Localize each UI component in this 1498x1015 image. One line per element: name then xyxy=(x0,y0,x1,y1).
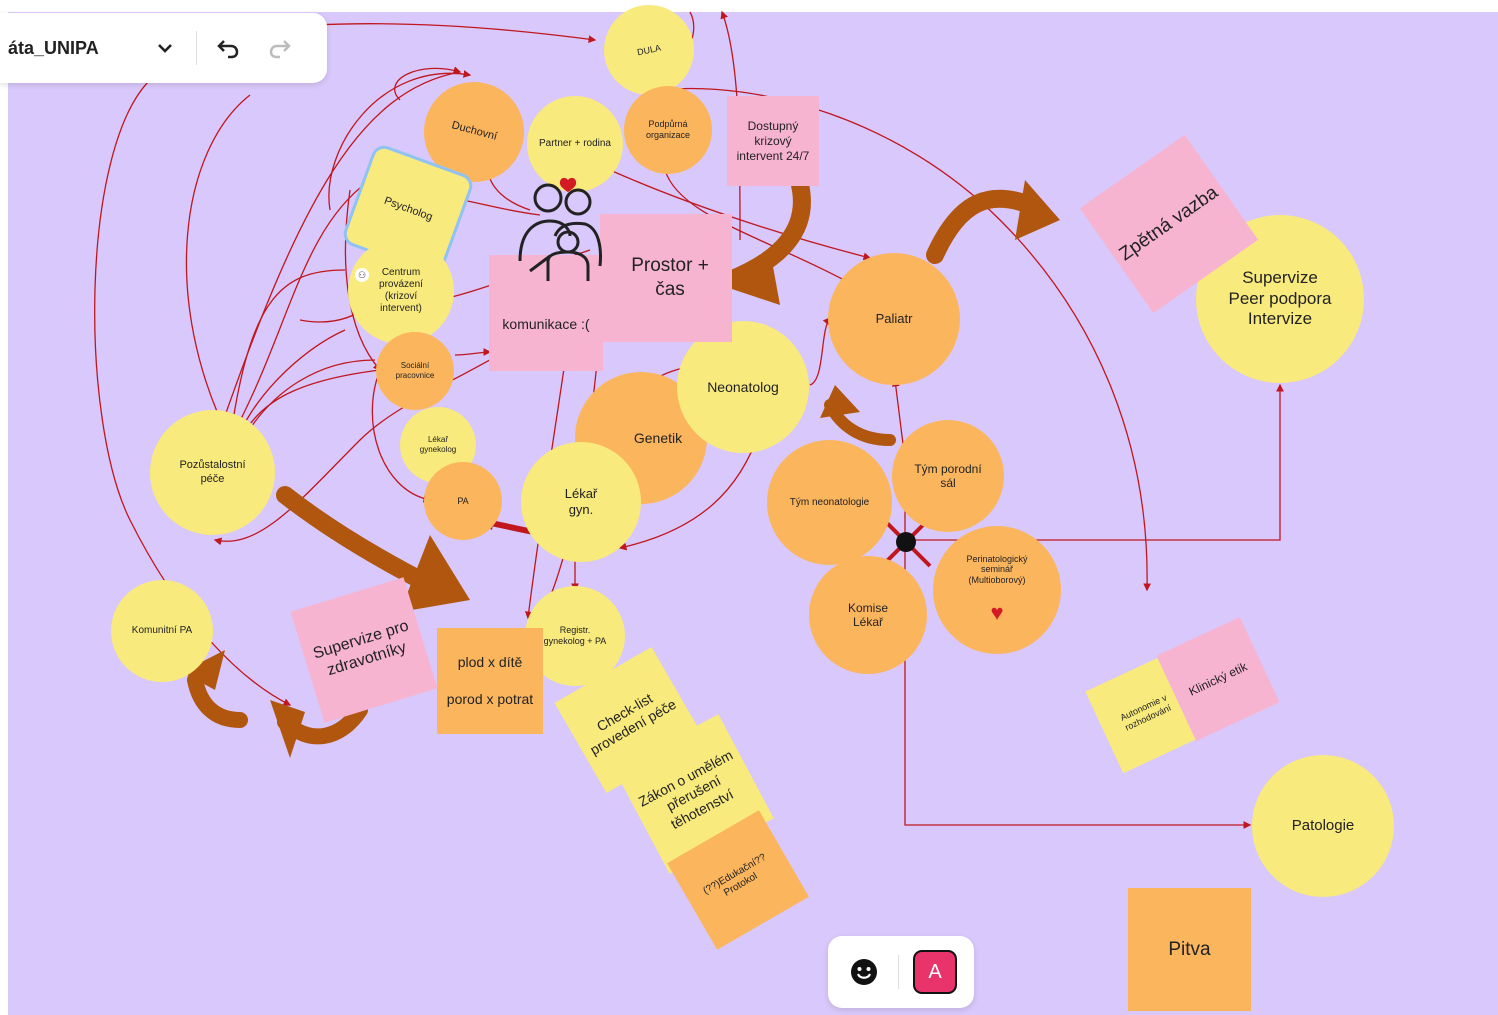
heart-icon: ♥ xyxy=(990,600,1004,625)
note-text: Prostor + čas xyxy=(631,255,709,300)
note-plod-porod[interactable]: plod x dítě porod x potrat xyxy=(437,628,543,734)
node-label: Partner + rodina xyxy=(539,138,611,149)
node-label: Komise Lékař xyxy=(847,600,888,629)
node-label: Komunitní PA xyxy=(131,625,193,636)
node-komise[interactable]: Komise Lékař xyxy=(809,556,927,674)
avatar-letter: A xyxy=(928,960,942,983)
node-label: Sociální pracovnice xyxy=(395,361,435,380)
node-pozustalostni[interactable]: Pozůstalostní péče xyxy=(150,410,275,535)
note-text: Klinický etik xyxy=(1186,658,1250,699)
note-pitva[interactable]: Pitva xyxy=(1128,888,1251,1011)
node-tym-porodni-sal[interactable]: Tým porodní sál xyxy=(892,420,1004,532)
node-label: Supervize Peer podpora Intervize xyxy=(1228,268,1332,329)
node-label: Genetik xyxy=(633,429,683,446)
node-neonatolog[interactable]: Neonatolog xyxy=(677,321,809,453)
node-label: Registr. gynekolog + PA xyxy=(543,625,607,646)
node-komunitni-pa[interactable]: Komunitní PA xyxy=(111,580,213,682)
node-label: Tým porodní sál xyxy=(914,461,982,490)
toolbar-divider xyxy=(898,955,899,989)
node-label: Lékař gynekolog xyxy=(419,435,457,454)
smiley-icon xyxy=(851,959,877,985)
node-perinatologicky[interactable]: Perinatologický seminář (Multioborový) ♥ xyxy=(933,526,1061,654)
node-label: Lékař gyn. xyxy=(564,486,598,517)
note-text: Dostupný krizový intervent 24/7 xyxy=(736,118,810,163)
node-label: PA xyxy=(457,495,469,506)
node-label: DULA xyxy=(636,42,662,57)
note-text: plod x dítě xyxy=(457,653,523,670)
node-lekar-gyn[interactable]: Lékař gyn. xyxy=(521,442,641,562)
note-dostupny-intervent[interactable]: Dostupný krizový intervent 24/7 xyxy=(727,96,819,186)
link-icon[interactable]: ⚇ xyxy=(355,268,369,282)
node-paliatr[interactable]: Paliatr xyxy=(828,253,960,385)
undo-icon xyxy=(217,40,239,59)
note-text: (??)Edukační?? Protokol xyxy=(701,851,768,899)
node-podpurna[interactable]: Podpůrná organizace xyxy=(624,86,712,174)
board-title[interactable]: áta_UNIPA xyxy=(8,37,99,58)
redo-button[interactable] xyxy=(263,31,297,65)
node-socialni[interactable]: Sociální pracovnice xyxy=(376,332,454,410)
node-patologie[interactable]: Patologie xyxy=(1252,755,1394,897)
family-icon[interactable] xyxy=(510,176,610,286)
node-label: Duchovní xyxy=(450,119,499,144)
node-duchovni[interactable]: Duchovní xyxy=(424,82,524,182)
node-label: Perinatologický seminář (Multioborový) xyxy=(966,553,1028,586)
board-toolbar: áta_UNIPA xyxy=(0,13,327,83)
note-text: Pitva xyxy=(1168,938,1211,960)
note-text: Zpětná vazba xyxy=(1115,182,1222,266)
toolbar-divider xyxy=(196,31,197,65)
node-label: Neonatolog xyxy=(707,378,779,395)
note-text: Supervize pro zdravotníky xyxy=(311,617,411,680)
node-label: Paliatr xyxy=(875,311,913,327)
node-pa[interactable]: PA xyxy=(424,462,502,540)
node-label: Psycholog xyxy=(382,195,435,224)
move-handle-dot[interactable] xyxy=(896,532,916,552)
node-label: Pozůstalostní péče xyxy=(179,459,246,485)
node-label: Centrum provázení (krizoví intervent) xyxy=(379,267,423,314)
node-label: Patologie xyxy=(1291,817,1355,834)
note-text: komunikace :( xyxy=(502,316,590,333)
board-menu-button[interactable] xyxy=(148,31,182,65)
node-label: Podpůrná organizace xyxy=(645,119,691,140)
note-text: porod x potrat xyxy=(446,691,534,707)
note-prostor-cas[interactable]: Prostor + čas xyxy=(600,214,732,342)
note-komunikace[interactable]: komunikace :( xyxy=(489,255,603,371)
user-avatar[interactable]: A xyxy=(913,950,957,994)
node-centrum[interactable]: Centrum provázení (krizoví intervent) xyxy=(348,238,454,344)
undo-button[interactable] xyxy=(211,31,245,65)
chevron-down-icon xyxy=(158,44,172,53)
node-tym-neonatologie[interactable]: Tým neonatologie xyxy=(767,440,892,565)
node-partner[interactable]: Partner + rodina xyxy=(527,96,623,192)
node-label: Tým neonatologie xyxy=(789,496,870,508)
redo-icon xyxy=(269,40,291,59)
reaction-toolbar: A xyxy=(828,936,974,1008)
reaction-button[interactable] xyxy=(844,952,884,992)
